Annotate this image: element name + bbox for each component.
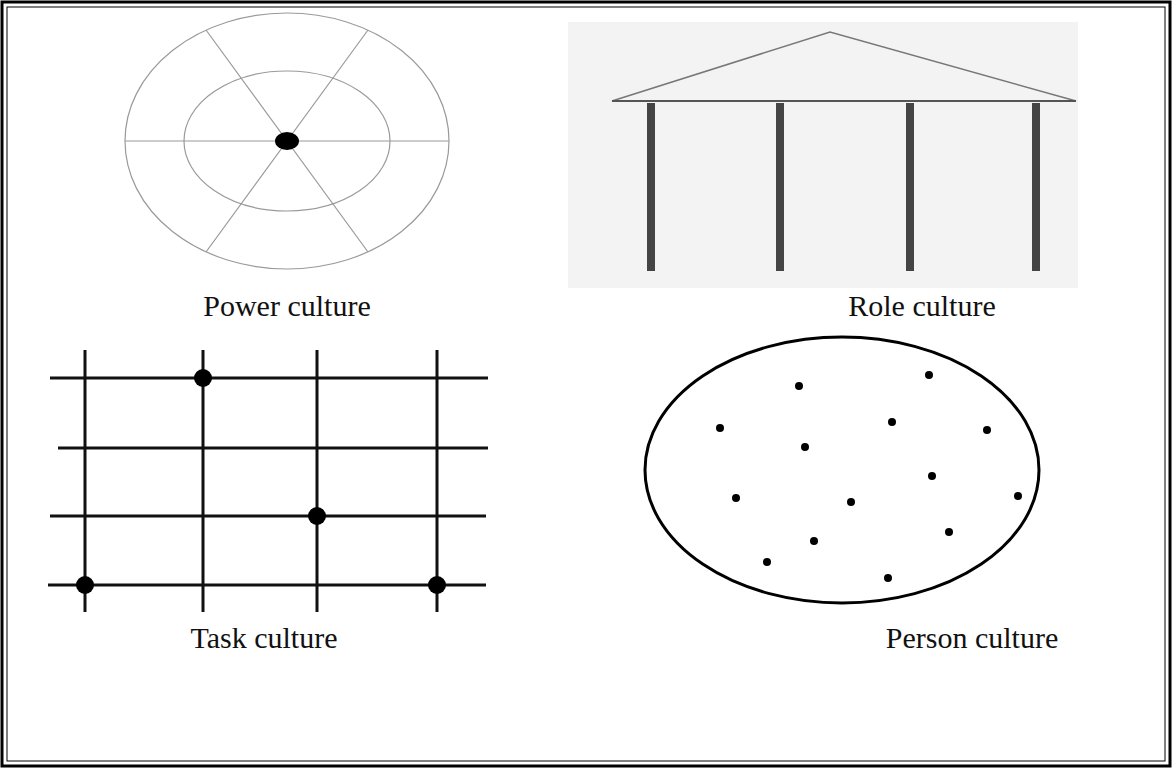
person-cluster [645,337,1039,603]
culture-label: Role culture [844,289,999,324]
power-web [125,13,449,269]
task-net [48,350,488,612]
task-nodes [76,369,446,594]
inner-frame [7,7,1165,761]
culture-label: Power culture [199,289,374,324]
role-temple [568,22,1078,288]
culture-label: Task culture [186,621,341,656]
temple-ground [568,22,1078,288]
person-dots [716,371,1022,582]
culture-label: Person culture [882,621,1062,656]
power-centre [275,132,299,150]
